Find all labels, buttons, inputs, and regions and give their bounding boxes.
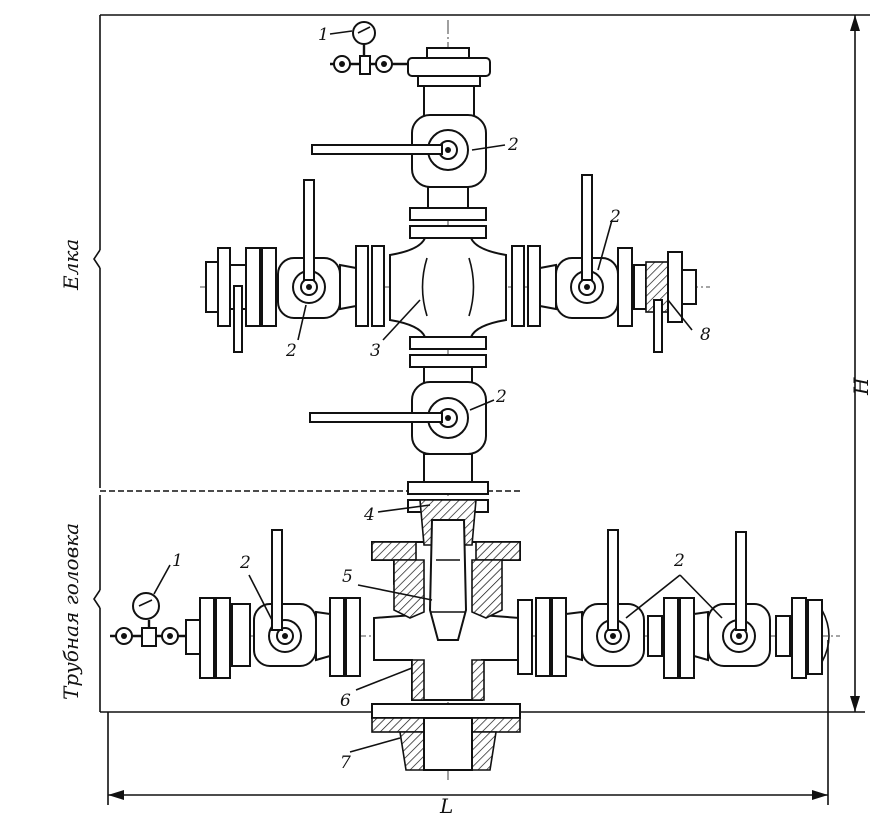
callout-8: 8 — [700, 325, 711, 345]
callout-2-lower-left: 2 — [239, 553, 251, 573]
callout-2-lower-right: 2 — [673, 551, 685, 571]
callout-6: 6 — [340, 691, 351, 711]
label-tree: Елка — [59, 239, 83, 291]
top-cap — [407, 47, 491, 117]
callout-1-top: 1 — [318, 25, 329, 45]
callout-4: 4 — [363, 505, 375, 525]
callout-2-left: 2 — [285, 341, 297, 361]
section-labels: Елка Трубная головка H L — [59, 239, 873, 818]
dim-label-l: L — [439, 794, 453, 818]
dim-label-h: H — [849, 377, 873, 396]
tubing-head-body — [371, 499, 521, 701]
callout-labels: 1 2 2 2 3 8 2 4 1 2 5 6 7 2 — [172, 25, 711, 773]
leader-lines — [153, 30, 723, 753]
lower-right-branch — [517, 529, 830, 679]
lower-left-branch — [110, 529, 361, 679]
upper-flanges — [409, 186, 487, 239]
h-dimension — [850, 15, 860, 712]
label-tubing-head: Трубная головка — [59, 523, 83, 700]
upper-left-branch — [205, 179, 385, 353]
upper-right-branch — [511, 174, 697, 353]
middle-valve — [309, 381, 487, 483]
callout-3: 3 — [370, 341, 381, 361]
callout-5: 5 — [342, 567, 353, 587]
callout-2-mid: 2 — [495, 387, 507, 407]
callout-7: 7 — [340, 753, 351, 773]
bottom-flange — [371, 703, 521, 771]
l-dimension — [107, 640, 829, 805]
upper-valve — [311, 114, 487, 188]
callout-1-left: 1 — [172, 551, 183, 571]
callout-2-right: 2 — [609, 207, 621, 227]
top-pressure-gauge — [330, 21, 410, 75]
callout-2-upper: 2 — [507, 135, 519, 155]
